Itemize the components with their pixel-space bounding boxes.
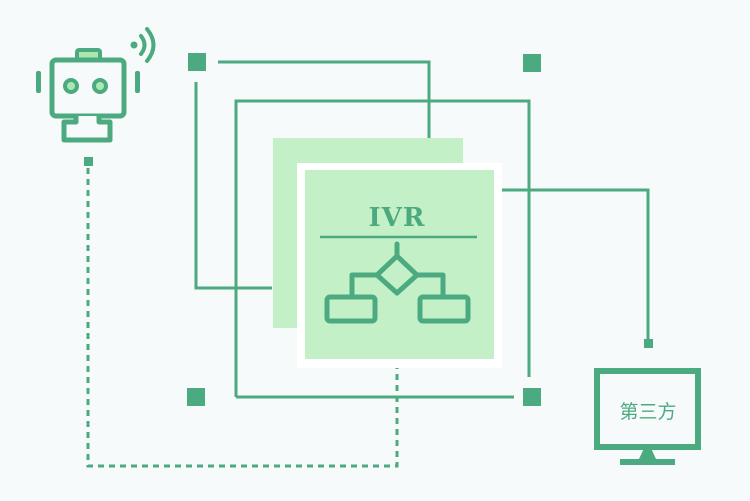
corner-marker-bottom-right: [523, 388, 541, 406]
dashed-connector-robot-ivr: [86, 168, 399, 468]
robot-icon: [36, 48, 140, 143]
ivr-front-panel: [305, 170, 494, 359]
corner-marker-bottom-left: [187, 388, 205, 406]
frame-lines: [194, 60, 531, 399]
frame-line-left: [194, 82, 272, 290]
connector-to-third-party: [502, 188, 650, 340]
third-party-label: 第三方: [619, 401, 676, 423]
monitor-icon: [594, 368, 701, 465]
flowchart-icon: [324, 241, 471, 324]
wifi-signal-icon: [130, 27, 156, 63]
frame-line-inner: [234, 99, 531, 397]
frame-line-top: [218, 60, 431, 138]
connector-endpoint-third-party: [644, 339, 653, 348]
corner-marker-top-left: [188, 53, 206, 71]
corner-marker-top-right: [523, 54, 541, 72]
connector-endpoint-robot: [84, 157, 93, 166]
ivr-title: IVR: [369, 203, 426, 233]
